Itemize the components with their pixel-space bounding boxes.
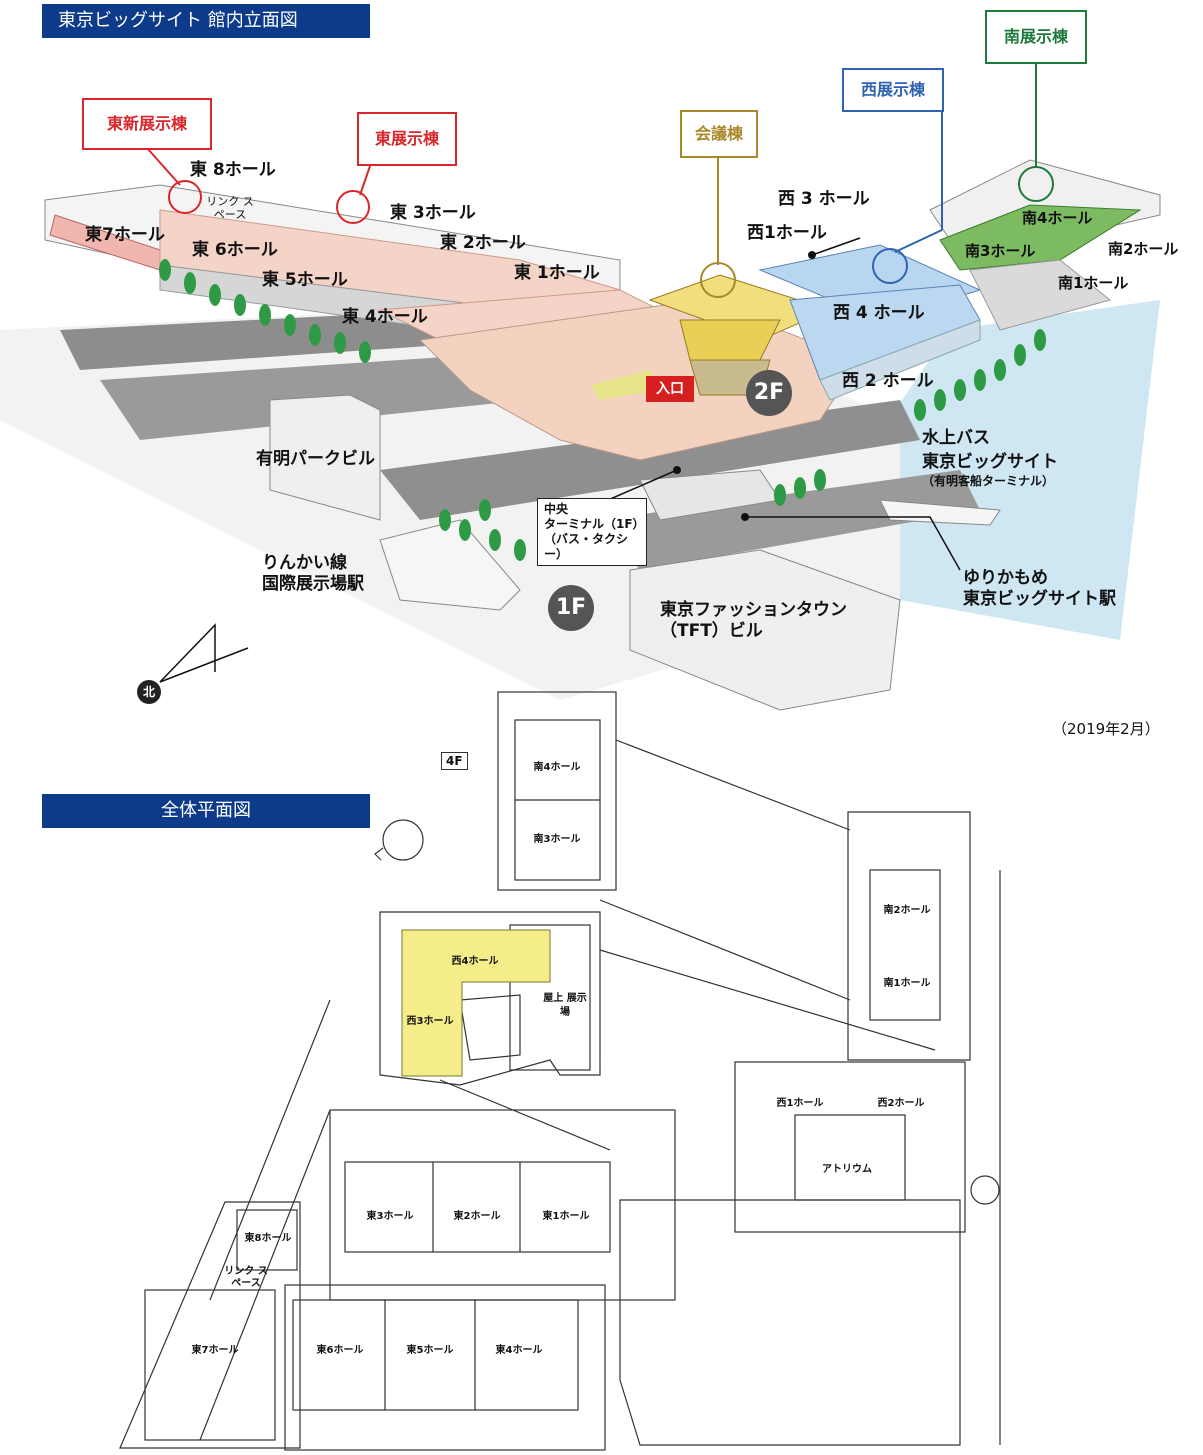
plan-east-4: 東4ホール [495,1345,543,1356]
plan-west-3: 西3ホール [406,1016,454,1027]
north-indicator-icon: 北 [137,680,161,704]
plan-south-4: 南4ホール [533,762,581,773]
callout-east-new: 東新展示棟 [82,98,212,150]
yurikamome-station-name: 東京ビッグサイト駅 [963,589,1116,609]
label-east-1: 東 1ホール [514,263,600,283]
label-rinkai-station: りんかい線 国際展示場駅 [262,553,364,595]
tft-line-2: （TFT）ビル [660,621,763,641]
label-east-2: 東 2ホール [440,233,526,253]
plan-south-2: 南2ホール [883,905,931,916]
plan-east-8: 東8ホール [244,1233,292,1244]
central-terminal-line-3: （バス・タクシー） [544,532,629,561]
elevation-title: 東京ビッグサイト 館内立面図 [42,4,370,38]
label-east-5: 東 5ホール [262,270,348,290]
plan-west-2: 西2ホール [877,1098,925,1109]
plan-east-1: 東1ホール [542,1211,590,1222]
label-west-4: 西 4 ホール [833,303,925,323]
label-west-3: 西 3 ホール [778,189,870,209]
plan-atrium: アトリウム [822,1164,872,1175]
label-west-1: 西1ホール [747,223,827,243]
plan-east-5: 東5ホール [406,1345,454,1356]
label-south-2: 南2ホール [1108,240,1179,258]
label-link-space: リンク スペース [206,195,254,221]
central-terminal-box: 中央 ターミナル（1F） （バス・タクシー） [537,498,647,566]
plan-rooftop-exhibition: 屋上 展示場 [543,993,587,1018]
label-south-4: 南4ホール [1022,209,1093,227]
callout-south: 南展示棟 [985,10,1087,64]
plan-south-1: 南1ホール [883,978,931,989]
entrance-badge: 入口 [646,376,694,402]
rinkai-station-name: 国際展示場駅 [262,574,364,594]
label-east-3: 東 3ホール [390,203,476,223]
callout-east: 東展示棟 [357,112,457,166]
label-east-4: 東 4ホール [342,307,428,327]
plan-title: 全体平面図 [42,794,370,828]
label-yurikamome-station: ゆりかもめ 東京ビッグサイト駅 [963,568,1116,610]
plan-east-7: 東7ホール [191,1345,239,1356]
label-east-6: 東 6ホール [192,240,278,260]
central-terminal-line-1: 中央 [544,502,569,516]
central-terminal-line-2: ターミナル（1F） [544,517,645,531]
plan-south-3: 南3ホール [533,834,581,845]
floor-2f-badge: 2F [746,370,792,416]
tft-line-1: 東京ファッションタウン [660,600,847,620]
rinkai-line-name: りんかい線 [262,553,347,573]
label-water-bus-stop: 東京ビッグサイト [922,452,1058,472]
plan-link-space: リンク スペース [224,1266,268,1289]
label-south-1: 南1ホール [1058,274,1129,292]
label-tft-building: 東京ファッションタウン （TFT）ビル [660,600,847,642]
callout-conference: 会議棟 [680,110,758,158]
label-ariake-park-building: 有明パークビル [256,449,375,469]
floor-1f-badge: 1F [548,585,594,631]
label-west-2: 西 2 ホール [842,371,934,391]
plan-west-4: 西4ホール [451,956,499,967]
revision-date: （2019年2月） [1052,720,1160,738]
plan-east-6: 東6ホール [316,1345,364,1356]
plan-east-2: 東2ホール [453,1211,501,1222]
yurikamome-line-name: ゆりかもめ [963,568,1048,588]
plan-east-3: 東3ホール [366,1211,414,1222]
callout-west: 西展示棟 [842,68,944,112]
label-east-8: 東 8ホール [190,160,276,180]
plan-floor-tag: 4F [441,752,468,770]
label-east-7: 東7ホール [85,225,165,245]
label-south-3: 南3ホール [965,242,1036,260]
plan-west-1: 西1ホール [776,1098,824,1109]
label-water-bus: 水上バス [922,428,990,448]
label-water-bus-terminal: （有明客船ターミナル） [922,474,1055,488]
